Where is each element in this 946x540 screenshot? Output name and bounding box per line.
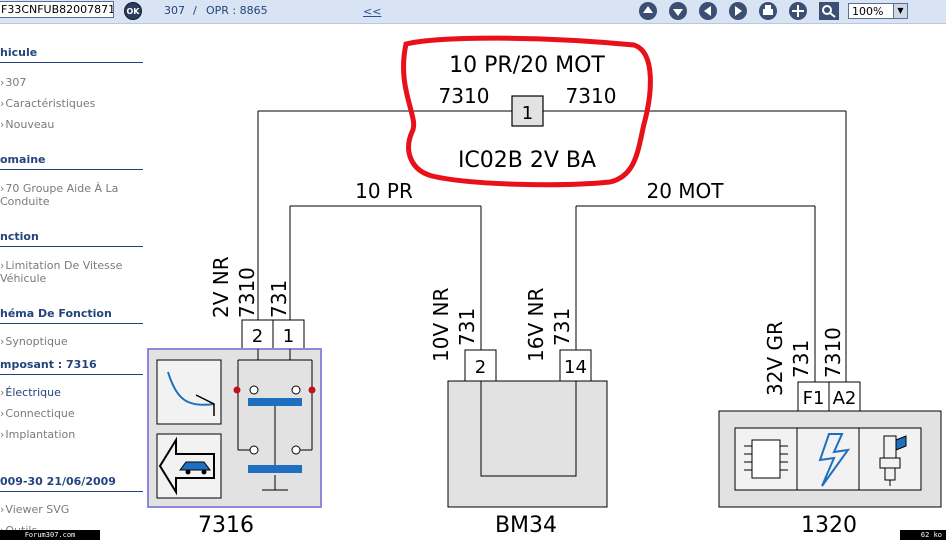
wire-7316-a: 7310 bbox=[235, 267, 259, 318]
component-7316-name: 7316 bbox=[198, 513, 254, 538]
pin-label: 14 bbox=[564, 357, 587, 378]
sidebar-item-nouveau[interactable]: ›Nouveau bbox=[0, 118, 55, 131]
arrow-left-icon[interactable] bbox=[698, 1, 718, 21]
opr-label: OPR : 8865 bbox=[206, 4, 268, 17]
sidebar-item-viewer-svg[interactable]: ›Viewer SVG bbox=[0, 503, 70, 516]
section-divider bbox=[0, 169, 143, 170]
junction-number: 1 bbox=[522, 103, 533, 124]
magnifier-icon[interactable] bbox=[818, 1, 840, 21]
sidebar-item-electrique[interactable]: ›Électrique bbox=[0, 386, 61, 399]
arrow-icon: › bbox=[0, 407, 5, 420]
arrow-icon: › bbox=[0, 503, 5, 516]
highlight-circle bbox=[401, 35, 653, 188]
sidebar: hicule ›307 ›Caractéristiques ›Nouveau o… bbox=[0, 24, 148, 540]
arrow-icon: › bbox=[0, 259, 5, 272]
pin-bm34-2 bbox=[464, 349, 497, 382]
arrow-icon: › bbox=[0, 335, 5, 348]
sidebar-item-caracteristiques[interactable]: ›Caractéristiques bbox=[0, 97, 96, 110]
arrow-icon: › bbox=[0, 97, 5, 110]
junction-code: IC02B 2V BA bbox=[458, 148, 596, 173]
pin-label: A2 bbox=[833, 388, 857, 409]
vin-input[interactable] bbox=[0, 1, 114, 18]
section-title-composant: mposant : 7316 bbox=[0, 358, 97, 371]
forum-badge: Forum307.com bbox=[0, 530, 100, 540]
arrow-up-icon[interactable] bbox=[638, 1, 658, 21]
model-label: 307 bbox=[164, 4, 185, 17]
separator: / bbox=[193, 4, 197, 17]
wire-7316-b: 731 bbox=[267, 280, 291, 318]
sidebar-item-implantation[interactable]: ›Implantation bbox=[0, 428, 76, 441]
bus-right-label: 20 MOT bbox=[646, 179, 724, 203]
wire-bm34-b: 731 bbox=[550, 308, 574, 346]
section-divider bbox=[0, 62, 143, 63]
section-title-domaine: omaine bbox=[0, 153, 46, 166]
pin-label: F1 bbox=[803, 388, 825, 409]
pedal-icon bbox=[156, 359, 222, 425]
section-divider bbox=[0, 491, 143, 492]
file-size-badge: 62 ko bbox=[900, 530, 946, 540]
component-bm34-name: BM34 bbox=[495, 513, 557, 538]
sidebar-item-synoptique[interactable]: ›Synoptique bbox=[0, 335, 68, 348]
component-1320-name: 1320 bbox=[801, 513, 857, 538]
back-link[interactable]: << bbox=[363, 5, 382, 18]
pin-label: 2 bbox=[475, 357, 486, 378]
arrow-icon: › bbox=[0, 428, 5, 441]
chevron-down-icon[interactable]: ▼ bbox=[893, 4, 907, 18]
pin-label: 2 bbox=[252, 326, 263, 347]
plus-icon[interactable] bbox=[788, 1, 808, 21]
section-title-schema: héma De Fonction bbox=[0, 307, 112, 320]
zoom-value: 100% bbox=[852, 5, 884, 18]
arrow-down-icon[interactable] bbox=[668, 1, 688, 21]
section-divider bbox=[0, 374, 143, 375]
junction-box bbox=[511, 95, 544, 127]
arrow-right-icon[interactable] bbox=[728, 1, 748, 21]
sidebar-item-307[interactable]: ›307 bbox=[0, 76, 27, 89]
connector-bm34-a-color: 10V NR bbox=[429, 288, 453, 362]
arrow-icon: › bbox=[0, 182, 5, 195]
pin-bm34-14 bbox=[559, 349, 592, 382]
connector-1320-color: 32V GR bbox=[763, 321, 787, 396]
insulator-bar bbox=[248, 398, 302, 406]
section-title-vehicule: hicule bbox=[0, 46, 38, 59]
ok-button[interactable]: OK bbox=[124, 2, 142, 20]
pin-7316-1 bbox=[272, 319, 305, 350]
bus-left-label: 10 PR bbox=[355, 179, 413, 203]
zoom-select[interactable]: 100% ▼ bbox=[848, 3, 908, 19]
pin-7316-2 bbox=[241, 319, 274, 350]
arrow-icon: › bbox=[0, 118, 5, 131]
toolbar: OK 307 / OPR : 8865 << 100% ▼ bbox=[0, 0, 946, 24]
arrow-icon: › bbox=[0, 386, 5, 399]
sidebar-item-limitation[interactable]: ›Limitation De Vitesse Véhicule bbox=[0, 259, 123, 285]
section-divider bbox=[0, 246, 143, 247]
section-title-fonction: nction bbox=[0, 230, 39, 243]
connector-7316-color: 2V NR bbox=[209, 256, 233, 318]
sidebar-item-groupe[interactable]: ›70 Groupe Aide À La Conduite bbox=[0, 182, 119, 208]
wire-1320-b: 7310 bbox=[821, 327, 845, 378]
wire-1320-a: 731 bbox=[789, 340, 813, 378]
component-bm34[interactable] bbox=[447, 380, 608, 508]
header-label: 10 PR/20 MOT bbox=[449, 53, 605, 78]
insulator-bar bbox=[248, 465, 302, 473]
pin-label: 1 bbox=[283, 326, 294, 347]
wire-bm34-a: 731 bbox=[455, 308, 479, 346]
wire-left-label: 7310 bbox=[439, 84, 490, 108]
print-icon[interactable] bbox=[758, 1, 778, 21]
sidebar-item-connectique[interactable]: ›Connectique bbox=[0, 407, 75, 420]
connector-bm34-b-color: 16V NR bbox=[524, 288, 548, 362]
wire-right-label: 7310 bbox=[566, 84, 617, 108]
arrow-icon: › bbox=[0, 76, 5, 89]
section-title-version: 009-30 21/06/2009 bbox=[0, 475, 116, 488]
section-divider bbox=[0, 323, 143, 324]
